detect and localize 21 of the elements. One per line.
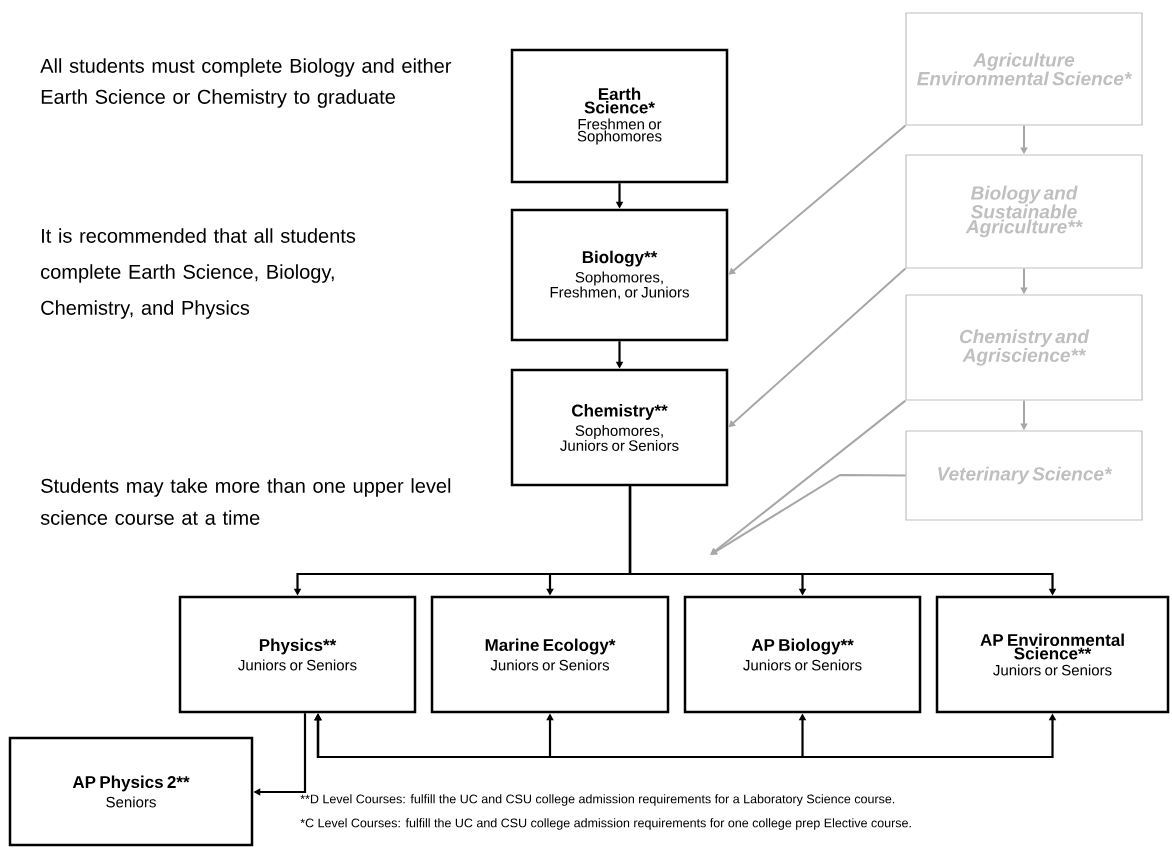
course-box: Veterinary Science*	[905, 430, 1143, 521]
course-box: AP Physics 2** Seniors	[8, 736, 254, 847]
course-box: AP Biology** Juniors or Seniors	[683, 595, 922, 714]
course-box: Earth Science* Freshmen or Sophomores	[510, 48, 729, 184]
note-text: All students must complete Biology and either Earth Science or Chemistry to graduate	[40, 58, 452, 108]
course-box: AP Environmental Science** Juniors or Seniors	[935, 595, 1170, 714]
course-box: Physics** Juniors or Seniors	[178, 595, 417, 714]
note-text: It is recommended that all students complete Earth Science, Biology, Chemistry, and Physics	[41, 228, 356, 319]
course-box: Biology** Sophomores, Freshmen, or Juniors	[510, 208, 729, 342]
course-box: Marine Ecology* Juniors or Seniors	[430, 595, 670, 714]
footnote-text: **D Level Courses: fulfill the UC and CSU college admission requirements for a Laboratory Science course.	[300, 794, 895, 806]
arrow	[728, 267, 907, 428]
course-box: Chemistry and Agriscience**	[905, 294, 1143, 401]
note-text: Students may take more than one upper level science course at a time	[40, 478, 451, 525]
course-box: Biology and Sustainable Agriculture**	[905, 154, 1143, 269]
arrow	[710, 474, 907, 555]
arrow	[710, 399, 907, 555]
course-box: Chemistry** Sophomores, Juniors or Seniors	[510, 368, 729, 487]
footnote-text: *C Level Courses: fulfill the UC and CSU college admission requirements for one college prep Elective course.	[300, 818, 911, 830]
arrow	[728, 124, 907, 275]
course-box: Agriculture Environmental Science*	[905, 12, 1143, 126]
